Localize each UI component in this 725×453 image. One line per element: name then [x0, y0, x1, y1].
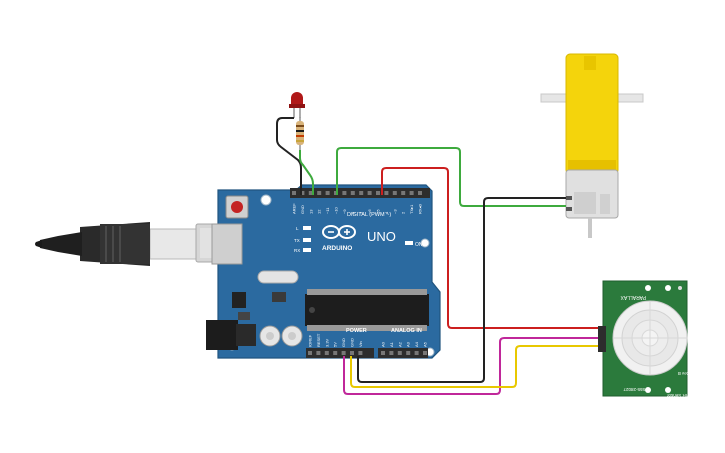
- digital-label: DIGITAL (PWM ~): [347, 212, 391, 218]
- digital-pin-label: ~10: [334, 206, 339, 214]
- wire-signal-pir-yellow: [350, 345, 598, 388]
- digital-pin-hole[interactable]: [350, 191, 355, 195]
- analog-pin-hole[interactable]: [397, 351, 402, 355]
- digital-pin-hole[interactable]: [292, 191, 296, 195]
- uno-label: UNO: [367, 229, 396, 244]
- power-jack: [206, 320, 256, 350]
- power-pin-label: RESET: [316, 333, 321, 347]
- digital-pin-hole[interactable]: [342, 191, 347, 195]
- digital-pin-hole[interactable]: [308, 191, 313, 195]
- digital-pin-label: ~9: [342, 209, 347, 214]
- analog-pin-label: A5: [423, 341, 428, 347]
- digital-pin-hole[interactable]: [359, 191, 364, 195]
- arduino-logo: [322, 225, 356, 239]
- arduino-uno-board: ARDUINO UNO L TX RX ON DIGITAL (PWM ~) P…: [206, 184, 441, 359]
- digital-pin-label: 8: [350, 211, 355, 214]
- power-pin-label: GND: [341, 338, 346, 347]
- digital-pin-label: 12: [317, 209, 322, 214]
- analog-pin-hole[interactable]: [389, 351, 394, 355]
- digital-pin-hole[interactable]: [409, 191, 414, 195]
- analog-label: ANALOG IN: [391, 328, 422, 334]
- power-label: POWER: [346, 328, 367, 334]
- red-led: [289, 92, 305, 118]
- wire-led-gnd: [276, 117, 302, 195]
- analog-pin-hole[interactable]: [414, 351, 419, 355]
- power-pin-hole[interactable]: [333, 351, 338, 355]
- atmega-chip: [305, 289, 429, 331]
- svg-text:TX: TX: [294, 238, 300, 243]
- pir-sensor: PARALLAX Rev B 555-28027 PIR Sensor: [598, 280, 690, 398]
- digital-pin-label: TX▸1: [409, 204, 414, 214]
- digital-pin-label: 2: [401, 211, 406, 214]
- dc-motor: [540, 53, 644, 238]
- power-pin-label: 5V: [333, 342, 338, 347]
- pir-model-label: PIR Sensor: [666, 393, 690, 398]
- digital-pin-label: ~3: [392, 209, 397, 214]
- digital-pin-label: ~5: [376, 209, 381, 214]
- svg-text:RX: RX: [294, 248, 300, 253]
- analog-pin-hole[interactable]: [381, 351, 385, 355]
- digital-pin-label: 13: [308, 209, 313, 214]
- power-header: [306, 348, 374, 358]
- power-pin-hole[interactable]: [358, 351, 363, 355]
- power-pin-hole[interactable]: [308, 351, 312, 355]
- wire-gnd-motor: [357, 197, 566, 383]
- digital-pin-label: AREF: [292, 203, 297, 214]
- status-leds: L TX RX ON: [294, 226, 423, 253]
- analog-pin-label: A3: [406, 341, 411, 347]
- pir-maker: PARALLAX: [620, 294, 646, 300]
- analog-pin-label: A1: [389, 341, 394, 347]
- pir-part-number: 555-28027: [623, 387, 645, 392]
- digital-pin-label: RX◂0: [418, 203, 423, 214]
- digital-pin-label: 4: [384, 211, 389, 214]
- analog-pin-hole[interactable]: [423, 351, 427, 355]
- digital-pin-hole[interactable]: [418, 191, 422, 195]
- digital-pin-label: GND: [300, 205, 305, 214]
- power-pin-label: Vin: [358, 341, 363, 347]
- crystal: [257, 270, 299, 284]
- digital-pin-hole[interactable]: [325, 191, 330, 195]
- power-pin-label: 3.3V: [324, 338, 329, 347]
- digital-pin-hole[interactable]: [367, 191, 372, 195]
- digital-pin-hole[interactable]: [401, 191, 406, 195]
- analog-pin-label: A2: [397, 341, 402, 347]
- on-label: ON: [415, 242, 423, 248]
- wire-pin10-motor: [336, 147, 566, 207]
- digital-pin-hole[interactable]: [384, 191, 389, 195]
- arduino-brand: ARDUINO: [322, 245, 352, 252]
- power-pin-hole[interactable]: [350, 351, 354, 355]
- resistor: [296, 117, 304, 150]
- digital-pin-label: ~6: [367, 209, 372, 214]
- digital-pin-label: ~11: [325, 207, 330, 214]
- pir-revision: Rev B: [678, 371, 690, 376]
- wire-resistor-pin13: [299, 150, 314, 195]
- wire-pin5-pir: [381, 167, 598, 329]
- digital-pin-hole[interactable]: [376, 191, 380, 195]
- power-pin-label: GND: [350, 338, 355, 347]
- wire-power-pir-magenta: [343, 337, 598, 395]
- power-pin-hole[interactable]: [341, 351, 346, 355]
- wires: [276, 117, 598, 395]
- digital-pin-label: 7: [359, 211, 364, 214]
- analog-pin-hole[interactable]: [406, 351, 411, 355]
- power-pin-hole[interactable]: [316, 351, 321, 355]
- svg-text:L: L: [296, 226, 299, 231]
- power-pin-label: IOREF: [308, 334, 313, 347]
- analog-header: [378, 348, 428, 358]
- digital-pin-hole[interactable]: [300, 191, 305, 195]
- power-pin-hole[interactable]: [324, 351, 329, 355]
- digital-pin-hole[interactable]: [317, 191, 322, 195]
- pir-dome: [612, 300, 688, 376]
- digital-pin-hole[interactable]: [392, 191, 397, 195]
- analog-pin-label: A0: [381, 341, 386, 347]
- analog-pin-label: A4: [414, 341, 419, 347]
